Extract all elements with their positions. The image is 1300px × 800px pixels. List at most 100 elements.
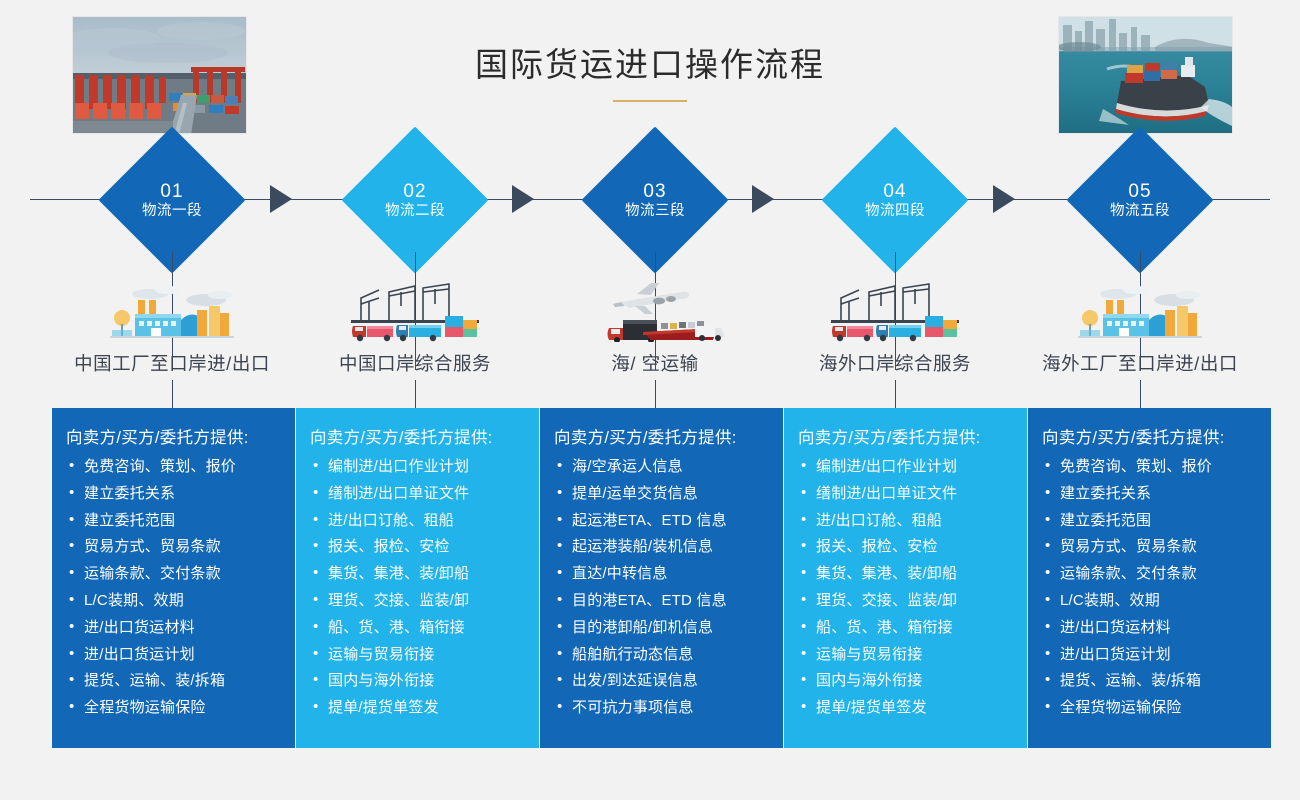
list-item: 免费咨询、策划、报价 bbox=[1042, 453, 1259, 481]
flow-arrow-icon bbox=[512, 185, 534, 213]
list-item: 进/出口订舱、租船 bbox=[798, 507, 1015, 535]
list-item: 集货、集港、装/卸船 bbox=[310, 560, 527, 588]
flow-arrow-icon bbox=[270, 185, 292, 213]
list-item: 提单/提货单签发 bbox=[310, 694, 527, 722]
list-item: 国内与海外衔接 bbox=[310, 667, 527, 695]
list-item: L/C装期、效期 bbox=[1042, 587, 1259, 615]
panel-item-list: 编制进/出口作业计划缮制进/出口单证文件进/出口订舱、租船报关、报检、安检集货、… bbox=[798, 453, 1015, 722]
list-item: 不可抗力事项信息 bbox=[554, 694, 771, 722]
panel-heading: 向卖方/买方/委托方提供: bbox=[798, 429, 981, 447]
stage-caption-02: 中国口岸综合服务 bbox=[338, 353, 491, 374]
list-item: 编制进/出口作业计划 bbox=[798, 453, 1015, 481]
node-stage-label: 物流五段 bbox=[1110, 202, 1170, 219]
panel-heading: 向卖方/买方/委托方提供: bbox=[66, 429, 249, 447]
list-item: 建立委托范围 bbox=[66, 507, 283, 535]
panel-item-list: 编制进/出口作业计划缮制进/出口单证文件进/出口订舱、租船报关、报检、安检集货、… bbox=[310, 453, 527, 722]
list-item: 目的港ETA、ETD 信息 bbox=[554, 587, 771, 615]
stage-panel-02[interactable]: 向卖方/买方/委托方提供:编制进/出口作业计划缮制进/出口单证文件进/出口订舱、… bbox=[296, 408, 539, 748]
caption-connector-line bbox=[895, 380, 896, 408]
list-item: 直达/中转信息 bbox=[554, 560, 771, 588]
flow-arrow-icon bbox=[752, 185, 774, 213]
list-item: 理货、交接、监装/卸 bbox=[310, 587, 527, 615]
list-item: 建立委托范围 bbox=[1042, 507, 1259, 535]
list-item: 运输与贸易衔接 bbox=[798, 641, 1015, 669]
panel-item-list: 海/空承运人信息提单/运单交货信息起运港ETA、ETD 信息起运港装船/装机信息… bbox=[554, 453, 771, 722]
list-item: 进/出口货运计划 bbox=[66, 641, 283, 669]
list-item: 提货、运输、装/拆箱 bbox=[66, 667, 283, 695]
port-crane-truck-illustration bbox=[345, 276, 485, 342]
node-connector-line bbox=[655, 252, 656, 370]
factory-illustration-svg bbox=[110, 286, 234, 338]
stage-panel-03[interactable]: 向卖方/买方/委托方提供: 海/空承运人信息提单/运单交货信息起运港ETA、ETD… bbox=[540, 408, 783, 748]
list-item: 运输与贸易衔接 bbox=[310, 641, 527, 669]
list-item: 提货、运输、装/拆箱 bbox=[1042, 667, 1259, 695]
node-stage-label: 物流四段 bbox=[865, 202, 925, 219]
port-crane-truck-illustration-svg bbox=[831, 283, 959, 342]
node-number: 02 bbox=[403, 180, 427, 202]
list-item: 免费咨询、策划、报价 bbox=[66, 453, 283, 481]
stage-caption-04: 海外口岸综合服务 bbox=[818, 353, 971, 374]
factory-illustration bbox=[1070, 276, 1210, 342]
panel-heading: 向卖方/买方/委托方提供: bbox=[1042, 429, 1225, 447]
page-title: 国际货运进口操作流程 bbox=[475, 46, 825, 83]
node-number: 04 bbox=[883, 180, 907, 202]
node-number: 01 bbox=[160, 180, 184, 202]
stage-panel-05[interactable]: 向卖方/买方/委托方提供: 免费咨询、策划、报价建立委托关系建立委托范围贸易方式、… bbox=[1028, 408, 1271, 748]
node-stage-label: 物流三段 bbox=[625, 202, 685, 219]
port-crane-truck-illustration bbox=[825, 276, 965, 342]
list-item: L/C装期、效期 bbox=[66, 587, 283, 615]
container-ship-photo bbox=[1058, 16, 1233, 134]
panel-item-list: 免费咨询、策划、报价建立委托关系建立委托范围贸易方式、贸易条款运输条款、交付条款… bbox=[66, 453, 283, 722]
node-stage-label: 物流一段 bbox=[142, 202, 202, 219]
list-item: 报关、报检、安检 bbox=[310, 533, 527, 561]
stage-panel-04[interactable]: 向卖方/买方/委托方提供: 编制进/出口作业计划缮制进/出口单证文件进/出口订舱、… bbox=[784, 408, 1027, 748]
caption-connector-line bbox=[1140, 380, 1141, 408]
node-connector-line bbox=[1140, 252, 1141, 370]
list-item: 起运港ETA、ETD 信息 bbox=[554, 507, 771, 535]
list-item: 建立委托关系 bbox=[66, 480, 283, 508]
list-item: 船、货、港、箱衔接 bbox=[310, 614, 527, 642]
list-item: 进/出口货运材料 bbox=[66, 614, 283, 642]
airplane-truck-ship-illustration-svg bbox=[607, 283, 724, 342]
stage-caption-05: 海外工厂至口岸进/出口 bbox=[1042, 353, 1238, 374]
list-item: 理货、交接、监装/卸 bbox=[798, 587, 1015, 615]
panel-item-list: 免费咨询、策划、报价建立委托关系建立委托范围贸易方式、贸易条款运输条款、交付条款… bbox=[1042, 453, 1259, 722]
node-number: 05 bbox=[1128, 180, 1152, 202]
list-item: 起运港装船/装机信息 bbox=[554, 533, 771, 561]
node-number: 03 bbox=[643, 180, 667, 202]
list-item: 贸易方式、贸易条款 bbox=[66, 533, 283, 561]
stage-panel-01[interactable]: 向卖方/买方/委托方提供: 免费咨询、策划、报价建立委托关系建立委托范围贸易方式、… bbox=[52, 408, 295, 748]
port-terminal-photo bbox=[72, 16, 247, 134]
title-underline-rule bbox=[613, 100, 687, 102]
node-stage-label: 物流二段 bbox=[385, 202, 445, 219]
list-item: 缮制进/出口单证文件 bbox=[798, 480, 1015, 508]
port-crane-truck-illustration-svg bbox=[351, 283, 479, 342]
stage-caption-01: 中国工厂至口岸进/出口 bbox=[74, 353, 270, 374]
list-item: 目的港卸船/卸机信息 bbox=[554, 614, 771, 642]
list-item: 运输条款、交付条款 bbox=[1042, 560, 1259, 588]
node-connector-line bbox=[172, 252, 173, 370]
list-item: 进/出口货运材料 bbox=[1042, 614, 1259, 642]
list-item: 出发/到达延误信息 bbox=[554, 667, 771, 695]
list-item: 提单/提货单签发 bbox=[798, 694, 1015, 722]
panel-heading: 向卖方/买方/委托方提供: bbox=[554, 429, 737, 447]
flow-arrow-icon bbox=[993, 185, 1015, 213]
list-item: 贸易方式、贸易条款 bbox=[1042, 533, 1259, 561]
factory-illustration bbox=[102, 276, 242, 342]
list-item: 全程货物运输保险 bbox=[66, 694, 283, 722]
list-item: 进/出口订舱、租船 bbox=[310, 507, 527, 535]
caption-connector-line bbox=[172, 380, 173, 408]
list-item: 全程货物运输保险 bbox=[1042, 694, 1259, 722]
list-item: 编制进/出口作业计划 bbox=[310, 453, 527, 481]
